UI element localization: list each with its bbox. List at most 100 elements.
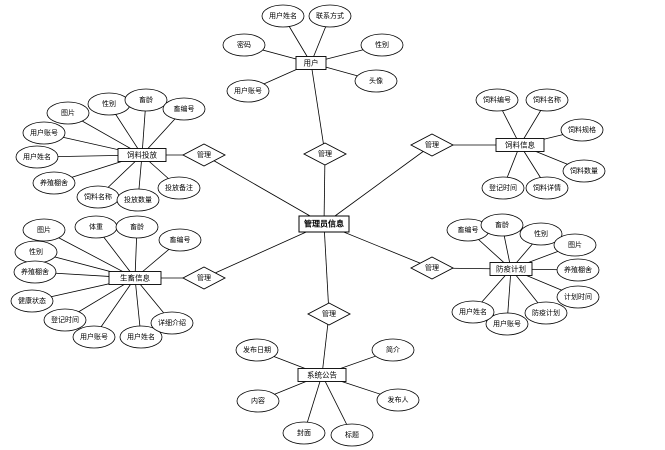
attribute-label: 投放备注 xyxy=(165,183,193,192)
attribute-label: 详细介绍 xyxy=(158,318,186,327)
attribute-label: 养殖棚舍 xyxy=(40,178,68,187)
attribute-ellipse xyxy=(519,222,563,246)
attribute-label: 发布日期 xyxy=(243,345,271,354)
attribute-label: 用户账号 xyxy=(80,332,108,341)
relationship-label: 管理 xyxy=(197,150,211,159)
attribute-ellipse xyxy=(15,145,59,169)
attribute-announcement-0: 发布日期 xyxy=(235,338,279,362)
attribute-ellipse xyxy=(560,118,604,142)
attribute-livestock-info-4: 性别 xyxy=(14,240,58,264)
attribute-label: 饲料编号 xyxy=(483,95,511,104)
attribute-feed-info-1: 饲料名称 xyxy=(525,88,569,112)
entity-user: 用户 xyxy=(295,56,327,70)
attribute-label: 用户账号 xyxy=(493,319,521,328)
attribute-livestock-info-3: 畜编号 xyxy=(158,228,202,252)
attribute-livestock-info-1: 体重 xyxy=(74,215,118,239)
relationship-label: 管理 xyxy=(322,309,336,318)
attribute-ellipse xyxy=(371,338,415,362)
attribute-ellipse xyxy=(13,260,57,284)
relationship-label: 管理 xyxy=(425,263,439,272)
attribute-ellipse xyxy=(376,388,420,412)
center-to-relation-line xyxy=(323,144,433,225)
attribute-announcement-4: 封面 xyxy=(282,421,326,445)
attribute-ellipse xyxy=(525,176,569,200)
attribute-user-3: 头像 xyxy=(354,69,398,93)
attribute-announcement-1: 简介 xyxy=(371,338,415,362)
attribute-ellipse xyxy=(524,301,568,325)
attribute-announcement-5: 标题 xyxy=(330,423,374,447)
entity-label: 系统公告 xyxy=(307,370,337,380)
entity-box xyxy=(297,368,347,382)
entity-feed-info: 饲料信息 xyxy=(495,138,545,152)
attribute-ellipse xyxy=(116,188,160,212)
relationship-livestock-info: 管理 xyxy=(182,266,226,290)
attribute-label: 用户账号 xyxy=(30,128,58,137)
attribute-label: 用户姓名 xyxy=(127,332,155,341)
relation-to-entity-line xyxy=(310,62,326,155)
attribute-ellipse xyxy=(354,69,398,93)
attribute-epidemic-plan-2: 性别 xyxy=(519,222,563,246)
entity-label: 饲料投放 xyxy=(127,150,157,160)
attribute-ellipse xyxy=(10,289,54,313)
attribute-label: 健康状态 xyxy=(18,296,46,305)
attribute-ellipse xyxy=(119,325,163,349)
attribute-ellipse xyxy=(43,308,87,332)
attribute-epidemic-plan-1: 畜龄 xyxy=(480,213,524,237)
attribute-user-2: 性别 xyxy=(360,33,404,57)
attribute-announcement-2: 内容 xyxy=(236,389,280,413)
attribute-ellipse xyxy=(556,285,600,309)
attribute-label: 联系方式 xyxy=(316,11,344,20)
attribute-label: 用户账号 xyxy=(234,86,262,95)
attribute-label: 登记时间 xyxy=(51,315,79,324)
attribute-feed-info-0: 饲料编号 xyxy=(475,88,519,112)
attribute-label: 防疫计划 xyxy=(532,308,560,317)
relationship-feed-info: 管理 xyxy=(410,133,454,157)
attribute-ellipse xyxy=(150,311,194,335)
attribute-ellipse xyxy=(22,218,66,242)
attribute-user-4: 用户账号 xyxy=(226,79,270,103)
entity-label: 用户 xyxy=(304,58,319,68)
attribute-label: 畜龄 xyxy=(130,222,144,231)
attribute-label: 投放数量 xyxy=(124,195,152,204)
attribute-ellipse xyxy=(553,233,597,257)
entity-box xyxy=(489,262,533,276)
attribute-livestock-info-10: 详细介绍 xyxy=(150,311,194,335)
attribute-label: 图片 xyxy=(61,108,75,117)
attribute-label: 密码 xyxy=(237,40,251,49)
attribute-label: 饲料名称 xyxy=(84,192,112,201)
attribute-label: 图片 xyxy=(568,240,582,249)
attribute-feed-distribution-4: 用户账号 xyxy=(22,121,66,145)
attribute-ellipse xyxy=(158,228,202,252)
attribute-label: 饲料名称 xyxy=(533,95,561,104)
attribute-announcement-3: 发布人 xyxy=(376,388,420,412)
attribute-ellipse xyxy=(556,258,600,282)
entity-feed-distribution: 饲料投放 xyxy=(117,148,167,162)
attribute-ellipse xyxy=(157,176,201,200)
center-entity-label: 管理员信息 xyxy=(304,219,344,229)
relationship-diamond xyxy=(182,143,226,167)
attribute-label: 性别 xyxy=(375,40,389,49)
attribute-feed-distribution-8: 投放数量 xyxy=(116,188,160,212)
attribute-user-1: 联系方式 xyxy=(308,4,352,28)
relationship-feed-distribution: 管理 xyxy=(182,143,226,167)
diagram-shapes: 管理用户姓名联系方式性别头像用户账号密码用户管理图片性别畜龄畜编号用户账号用户姓… xyxy=(10,4,606,447)
attribute-label: 性别 xyxy=(102,99,116,108)
attribute-label: 计划时间 xyxy=(564,292,592,301)
attribute-livestock-info-9: 用户姓名 xyxy=(119,325,163,349)
attribute-label: 用户姓名 xyxy=(459,307,487,316)
attribute-label: 畜龄 xyxy=(495,220,509,229)
relationship-label: 管理 xyxy=(197,273,211,282)
attribute-label: 畜编号 xyxy=(170,235,191,244)
attribute-label: 封面 xyxy=(297,428,311,437)
relationship-label: 管理 xyxy=(318,149,332,158)
attribute-feed-distribution-0: 图片 xyxy=(46,101,90,125)
attribute-ellipse xyxy=(46,101,90,125)
attribute-ellipse xyxy=(451,300,495,324)
attribute-feed-distribution-3: 畜编号 xyxy=(162,97,206,121)
attribute-label: 用户姓名 xyxy=(269,11,297,20)
center-entity-box xyxy=(298,215,350,233)
relationship-diamond xyxy=(307,302,351,326)
attribute-ellipse xyxy=(261,4,305,28)
attribute-ellipse xyxy=(525,88,569,112)
